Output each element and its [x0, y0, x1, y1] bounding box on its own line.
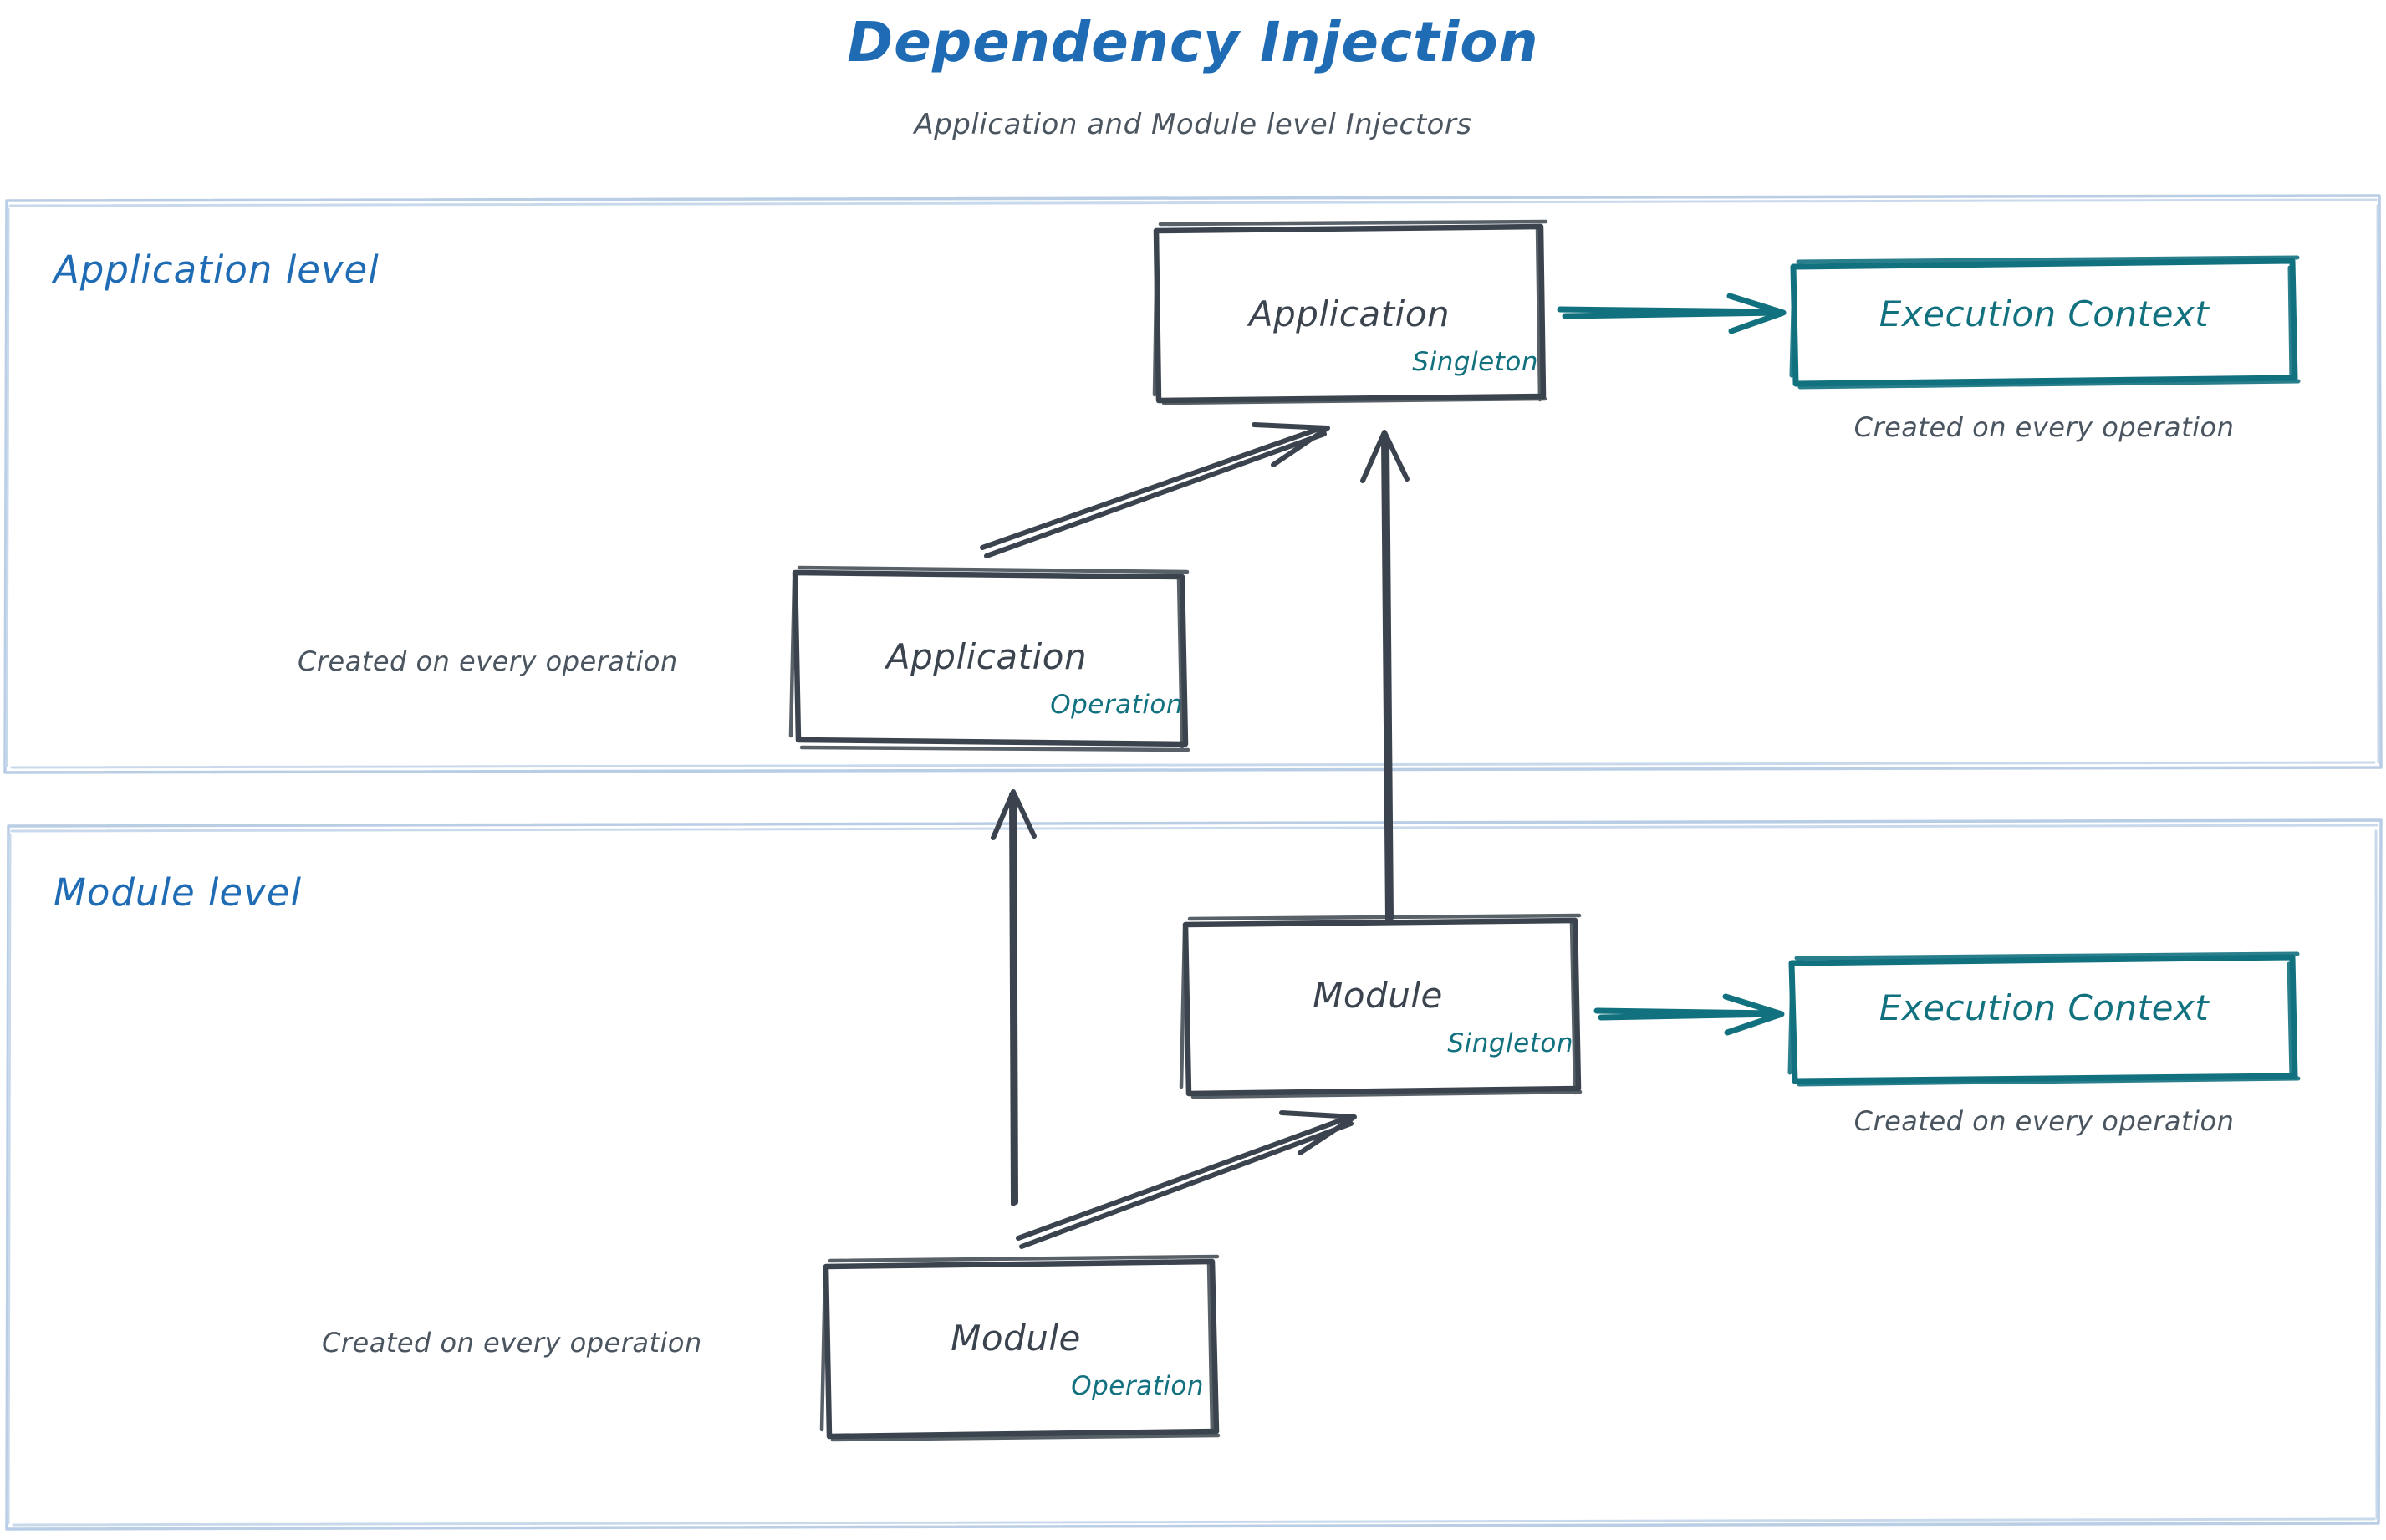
node-title-application-operation: Application	[885, 636, 1088, 677]
arrow-module-singleton-to-execution-context	[1593, 993, 1785, 1036]
arrow-module-operation-to-module-singleton	[1016, 1110, 1357, 1249]
node-scope-application-singleton: Singleton	[1412, 347, 1538, 377]
caption-application-execution-context: Created on every operation	[1853, 411, 2235, 443]
caption-application-operation: Created on every operation	[298, 645, 678, 677]
node-title-application-singleton: Application	[1248, 293, 1450, 334]
arrow-module-singleton-to-application-singleton	[1360, 430, 1410, 922]
node-title-application-execution-context: Execution Context	[1879, 293, 2210, 334]
arrow-module-operation-to-application-level	[991, 789, 1037, 1206]
arrow-application-operation-to-application-singleton	[980, 422, 1330, 558]
node-scope-application-operation: Operation	[1050, 690, 1183, 720]
node-title-module-singleton: Module	[1313, 975, 1443, 1016]
lane-frame-module-level	[5, 818, 2383, 1531]
lane-label-application-level: Application level	[54, 247, 380, 292]
node-title-module-execution-context: Execution Context	[1879, 987, 2210, 1028]
node-title-module-operation: Module	[951, 1318, 1081, 1359]
arrow-application-singleton-to-execution-context	[1557, 293, 1787, 334]
node-scope-module-operation: Operation	[1071, 1371, 1204, 1401]
page-subtitle: Application and Module level Injectors	[914, 108, 1472, 141]
page-title: Dependency Injection	[847, 10, 1539, 74]
lane-label-module-level: Module level	[54, 870, 302, 915]
node-scope-module-singleton: Singleton	[1447, 1028, 1573, 1058]
caption-module-execution-context: Created on every operation	[1853, 1105, 2235, 1137]
caption-module-operation: Created on every operation	[322, 1327, 702, 1359]
